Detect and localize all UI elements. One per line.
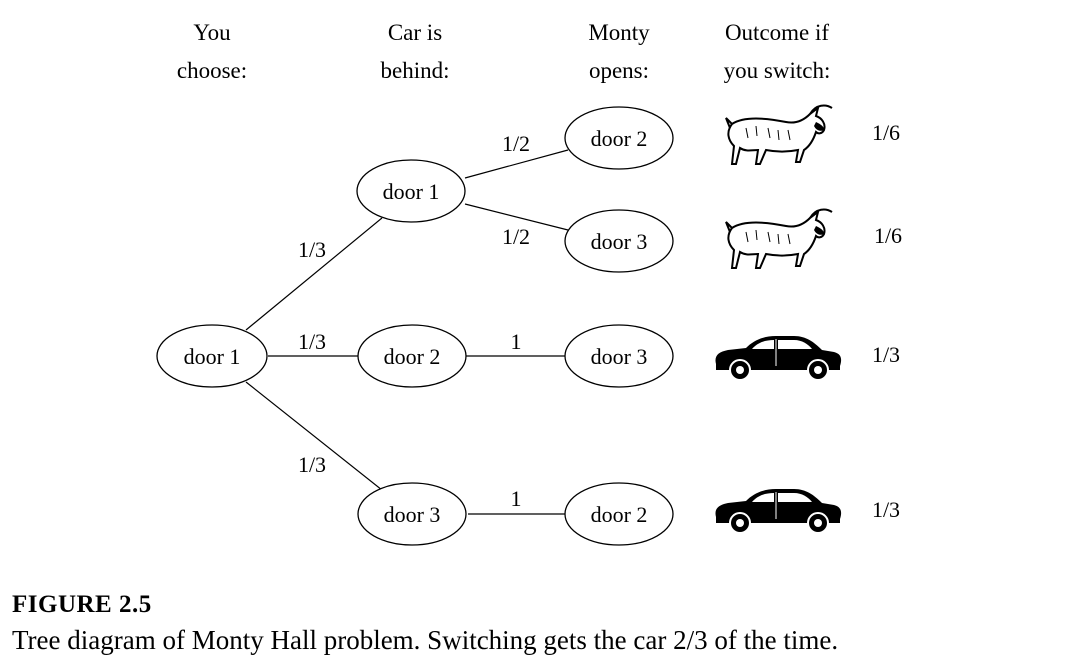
- node-monty-opens-door-a: door 2: [564, 106, 674, 170]
- node-monty-opens-door-d: door 2: [564, 482, 674, 546]
- outcome-probability: 1/3: [872, 497, 900, 522]
- figure-caption-text: Tree diagram of Monty Hall problem. Swit…: [12, 625, 839, 655]
- node-you-choose-door: door 1: [156, 324, 268, 388]
- header-line2: behind:: [381, 58, 450, 83]
- header-line1: Outcome if: [725, 20, 829, 45]
- node-label: door 2: [384, 344, 441, 369]
- node-car-behind-door-1: door 1: [356, 159, 466, 223]
- node-monty-opens-door-b: door 3: [564, 209, 674, 273]
- node-car-behind-door-2: door 2: [357, 324, 467, 388]
- header-line2: choose:: [177, 58, 247, 83]
- node-label: door 1: [184, 344, 241, 369]
- edge-choose-to-car3: [245, 381, 383, 491]
- column-header-you-choose: You choose:: [177, 20, 247, 83]
- figure-caption: FIGURE 2.5 Tree diagram of Monty Hall pr…: [12, 588, 1062, 658]
- header-line2: you switch:: [724, 58, 831, 83]
- node-label: door 3: [384, 502, 441, 527]
- node-label: door 2: [591, 126, 648, 151]
- edge-label-choose-car3: 1/3: [298, 452, 326, 477]
- car-icon: [714, 488, 843, 534]
- column-header-outcome: Outcome if you switch:: [724, 20, 831, 83]
- edge-label-choose-car2: 1/3: [298, 329, 326, 354]
- column-header-car-behind: Car is behind:: [381, 20, 450, 83]
- edge-label-car2-monty3: 1: [511, 329, 522, 354]
- edge-choose-to-car1: [245, 217, 383, 331]
- edge-car1-to-monty2: [464, 203, 569, 231]
- outcome-probability: 1/6: [872, 120, 900, 145]
- node-label: door 2: [591, 502, 648, 527]
- node-monty-opens-door-c: door 3: [564, 324, 674, 388]
- edge-label-car1-monty2: 1/2: [502, 224, 530, 249]
- car-icon: [714, 335, 843, 381]
- monty-hall-tree-diagram: You choose: Car is behind: Monty opens: …: [156, 20, 902, 546]
- outcome-probability: 1/3: [872, 342, 900, 367]
- goat-icon: [725, 104, 833, 165]
- header-line2: opens:: [589, 58, 649, 83]
- node-label: door 3: [591, 229, 648, 254]
- header-line1: Car is: [388, 20, 442, 45]
- header-line1: Monty: [588, 20, 650, 45]
- goat-icon: [725, 208, 833, 269]
- edge-label-choose-car1: 1/3: [298, 237, 326, 262]
- node-label: door 1: [383, 179, 440, 204]
- outcome-probability: 1/6: [874, 223, 902, 248]
- header-line1: You: [193, 20, 231, 45]
- edge-label-car3-monty4: 1: [511, 486, 522, 511]
- edge-car1-to-monty1: [464, 149, 569, 179]
- node-car-behind-door-3: door 3: [357, 482, 467, 546]
- edge-label-car1-monty1: 1/2: [502, 131, 530, 156]
- node-label: door 3: [591, 344, 648, 369]
- column-header-monty-opens: Monty opens:: [588, 20, 650, 83]
- figure-number: FIGURE 2.5: [12, 591, 152, 618]
